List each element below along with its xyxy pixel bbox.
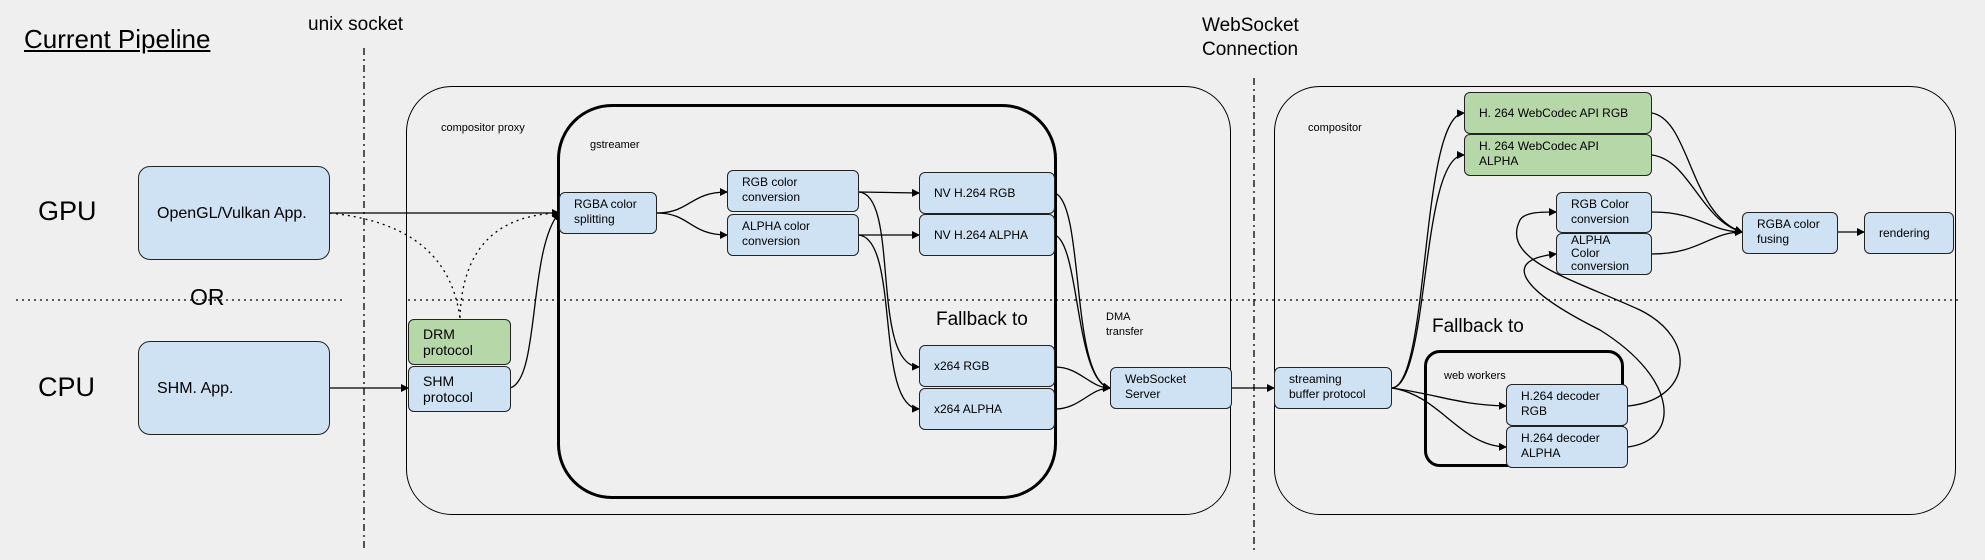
webcodec-rgb-label: H. 264 WebCodec API RGB <box>1479 106 1629 120</box>
rgb-conv-line2: conversion <box>742 190 801 204</box>
drm-protocol-node: DRM protocol <box>408 319 511 365</box>
fallback-label-left: Fallback to <box>936 309 1028 330</box>
webcodec-alpha-line1: H. 264 WebCodec API <box>1479 139 1599 153</box>
webcodec-alpha-line2: ALPHA <box>1479 154 1519 168</box>
nv-h264-alpha-node: NV H.264 ALPHA <box>919 214 1055 256</box>
x264-alpha-label: x264 ALPHA <box>934 402 1003 416</box>
arrow-nv-alpha-to-ws <box>1054 234 1111 391</box>
arrow-rgb-conv-to-x264-rgb <box>858 191 920 371</box>
cpu-row-label: CPU <box>38 372 96 402</box>
opengl-app-label: OpenGL/Vulkan App. <box>157 204 307 222</box>
unix-socket-label: unix socket <box>308 14 404 35</box>
dotted-opengl-to-drm <box>329 212 461 319</box>
x264-rgb-node: x264 RGB <box>919 345 1055 387</box>
rgb-color-conversion-client-node: RGB Color conversion <box>1556 192 1652 233</box>
arrow-stream-to-dec-rgb <box>1391 387 1507 410</box>
diagram-title: Current Pipeline <box>24 24 211 54</box>
dec-alpha-line2: ALPHA <box>1521 446 1561 460</box>
rgb-c-line2: conversion <box>1571 212 1630 226</box>
shm-line1: SHM <box>423 373 455 389</box>
shm-protocol-node: SHM protocol <box>408 366 511 412</box>
streaming-buffer-protocol-node: streaming buffer protocol <box>1274 367 1392 409</box>
compositor-proxy-label: compositor proxy <box>441 122 525 134</box>
arrow-dec-alpha-to-alpha-c <box>1523 250 1665 448</box>
dma-transfer-label: DMA transfer <box>1106 310 1143 340</box>
compositor-label: compositor <box>1308 122 1362 134</box>
fusing-line1: RGBA color <box>1757 217 1820 231</box>
arrow-shm-to-rgba <box>509 212 560 389</box>
webcodec-rgb-node: H. 264 WebCodec API RGB <box>1464 92 1652 134</box>
shm-app-node: SHM. App. <box>138 341 330 435</box>
nv-rgb-label: NV H.264 RGB <box>934 186 1016 200</box>
alpha-color-conversion-node: ALPHA color conversion <box>727 214 859 256</box>
drm-line1: DRM <box>423 326 455 342</box>
stream-line2: buffer protocol <box>1289 387 1366 401</box>
websocket-label-line1: WebSocket <box>1202 15 1299 36</box>
h264-decoder-alpha-node: H.264 decoder ALPHA <box>1506 426 1628 468</box>
compositor-proxy-region <box>406 86 1231 515</box>
arrow-stream-to-webcodec-rgb <box>1391 109 1465 389</box>
alpha-c-line1: ALPHA <box>1571 233 1611 247</box>
websocket-server-node: WebSocket Server <box>1110 367 1232 409</box>
alpha-c-line3: conversion <box>1571 259 1630 273</box>
alpha-c-line2: Color <box>1571 246 1600 260</box>
shm-line2: protocol <box>423 389 473 405</box>
rgba-color-splitting-node: RGBA color splitting <box>559 192 657 234</box>
web-workers-label: web workers <box>1444 370 1506 382</box>
x264-rgb-label: x264 RGB <box>934 359 990 373</box>
dma-line2: transfer <box>1106 326 1144 338</box>
arrow-rgba-to-rgb-conv <box>656 188 728 214</box>
gpu-row-label: GPU <box>38 196 97 226</box>
h264-decoder-rgb-node: H.264 decoder RGB <box>1506 384 1628 426</box>
opengl-vulkan-app-node: OpenGL/Vulkan App. <box>138 166 330 260</box>
drm-line2: protocol <box>423 342 473 358</box>
arrow-alpha-c-to-fusing <box>1651 228 1743 255</box>
stream-line1: streaming <box>1289 372 1342 386</box>
ws-server-line2: Server <box>1125 387 1161 401</box>
arrow-rgb-c-to-fusing <box>1651 211 1743 236</box>
or-label: OR <box>190 284 225 310</box>
ws-server-line1: WebSocket <box>1125 372 1187 386</box>
arrow-stream-to-dec-alpha <box>1391 387 1507 451</box>
alpha-conv-line2: conversion <box>742 234 801 248</box>
arrow-alpha-conv-to-x264-alpha <box>858 234 920 413</box>
rendering-node: rendering <box>1864 212 1954 254</box>
arrow-x264-alpha-to-ws <box>1054 384 1111 410</box>
rgb-conv-line1: RGB color <box>742 175 798 189</box>
websocket-label-line2: Connection <box>1202 39 1299 60</box>
shm-app-label: SHM. App. <box>157 379 234 397</box>
nv-alpha-label: NV H.264 ALPHA <box>934 228 1029 242</box>
arrow-webcodec-alpha-to-fusing <box>1651 154 1743 234</box>
arrow-stream-to-webcodec-alpha <box>1391 151 1465 389</box>
websocket-connection-label: WebSocket Connection <box>1202 14 1299 62</box>
rgba-split-line1: RGBA color <box>574 197 637 211</box>
rgba-color-fusing-node: RGBA color fusing <box>1742 212 1838 254</box>
alpha-color-conversion-client-node: ALPHA Color conversion <box>1556 233 1652 275</box>
arrow-rgb-conv-to-nv-rgb <box>858 188 920 197</box>
fusing-line2: fusing <box>1757 232 1790 246</box>
arrow-dec-rgb-to-rgb-c <box>1516 208 1681 407</box>
alpha-conv-line1: ALPHA color <box>742 219 811 233</box>
rgb-c-line1: RGB Color <box>1571 197 1630 211</box>
fallback-label-right: Fallback to <box>1432 316 1524 337</box>
dec-rgb-line1: H.264 decoder <box>1521 389 1600 403</box>
dec-rgb-line2: RGB <box>1521 404 1548 418</box>
compositor-region <box>1274 86 1956 515</box>
nv-h264-rgb-node: NV H.264 RGB <box>919 172 1055 214</box>
gstreamer-label: gstreamer <box>590 139 640 151</box>
webcodec-alpha-node: H. 264 WebCodec API ALPHA <box>1464 134 1652 176</box>
gstreamer-region <box>557 104 1057 499</box>
dec-alpha-line1: H.264 decoder <box>1521 431 1600 445</box>
dma-line1: DMA <box>1106 311 1131 323</box>
rendering-label: rendering <box>1879 226 1930 240</box>
rgba-split-line2: splitting <box>574 212 615 226</box>
arrow-rgba-to-alpha-conv <box>656 212 728 239</box>
rgb-color-conversion-node: RGB color conversion <box>727 170 859 212</box>
dotted-drm-to-rgba <box>459 212 560 319</box>
arrow-webcodec-rgb-to-fusing <box>1651 112 1743 234</box>
x264-alpha-node: x264 ALPHA <box>919 388 1055 430</box>
